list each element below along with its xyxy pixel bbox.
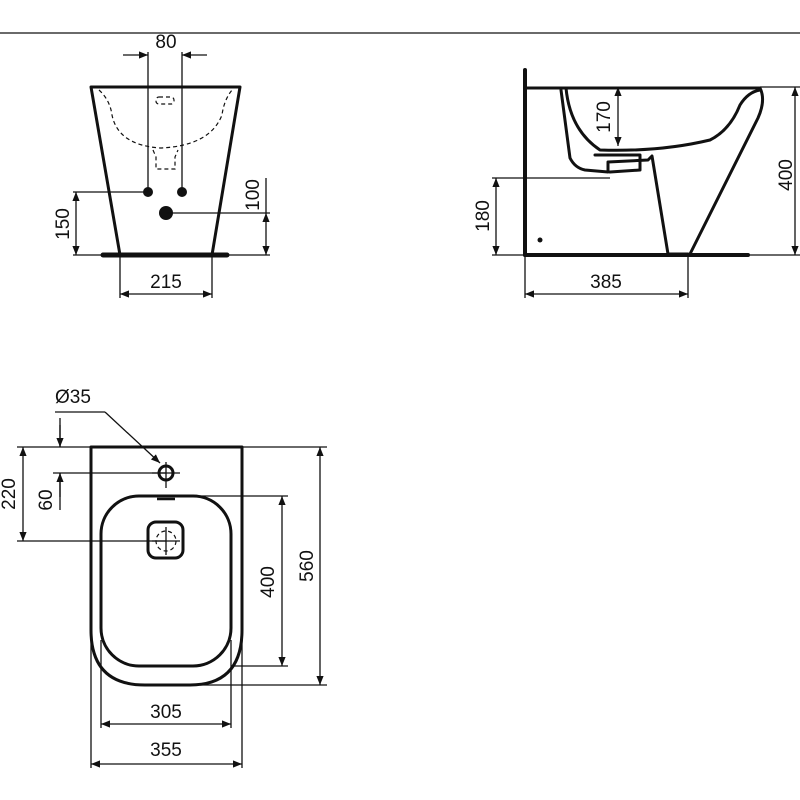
dim-80: 80 (155, 32, 176, 53)
dim-385: 385 (590, 272, 622, 293)
dim-100: 100 (243, 179, 264, 211)
dim-60: 60 (36, 489, 57, 510)
front-bowl-hidden (98, 89, 233, 149)
side-view: 170 400 180 385 (473, 68, 800, 298)
plan-view: Ø35 220 60 400 560 305 355 (0, 387, 327, 768)
dim-400-bowl: 400 (258, 566, 279, 598)
side-trap (593, 153, 642, 174)
dim-tap-hole-diameter: Ø35 (55, 387, 91, 408)
dim-150: 150 (53, 208, 74, 240)
side-bowl-outline (564, 86, 762, 152)
drain-outline (146, 520, 185, 560)
side-drain-outline (559, 88, 690, 256)
plan-outer-outline (89, 445, 244, 687)
front-body-outline (89, 85, 242, 257)
dim-305: 305 (150, 702, 182, 723)
dim-355: 355 (150, 740, 182, 761)
dim-170: 170 (594, 101, 615, 133)
overflow-hidden (155, 96, 175, 105)
dim-220: 220 (0, 478, 20, 510)
front-view: 80 150 100 215 (53, 32, 270, 298)
side-outer-outline (523, 86, 765, 256)
dim-180: 180 (473, 200, 494, 232)
drain-hidden (152, 149, 179, 170)
dim-400-height: 400 (776, 159, 797, 191)
dim-215: 215 (150, 272, 182, 293)
dim-560: 560 (297, 550, 318, 582)
